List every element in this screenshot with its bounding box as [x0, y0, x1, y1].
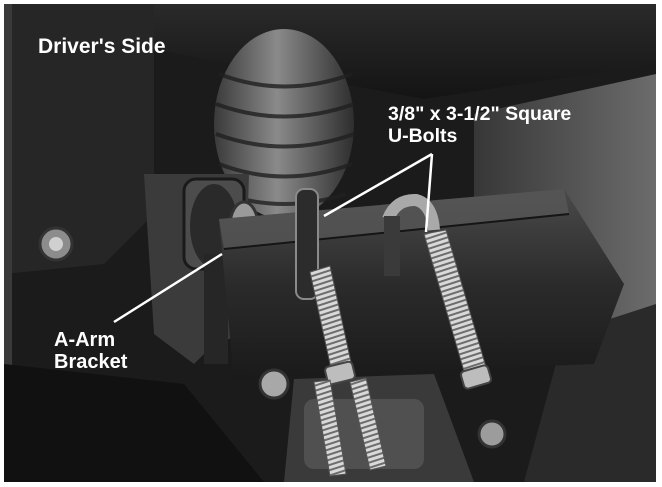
- photo-title: Driver's Side: [38, 35, 166, 58]
- u-bolt-callout-line2: U-Bolts: [388, 124, 458, 147]
- photo-frame: Driver's Side 3/8" x 3-1/2" Square U-Bol…: [4, 4, 656, 482]
- a-arm-bracket-callout-line2: Bracket: [54, 351, 128, 374]
- a-arm-bracket-callout-line1: A-Arm: [54, 329, 116, 351]
- u-bolt-callout: 3/8" x 3-1/2" Square U-Bolts: [388, 103, 572, 148]
- suspension-photo: [4, 4, 656, 482]
- u-bolt-callout-line1: 3/8" x 3-1/2" Square: [388, 103, 572, 125]
- a-arm-bracket-callout: A-Arm Bracket: [54, 329, 127, 374]
